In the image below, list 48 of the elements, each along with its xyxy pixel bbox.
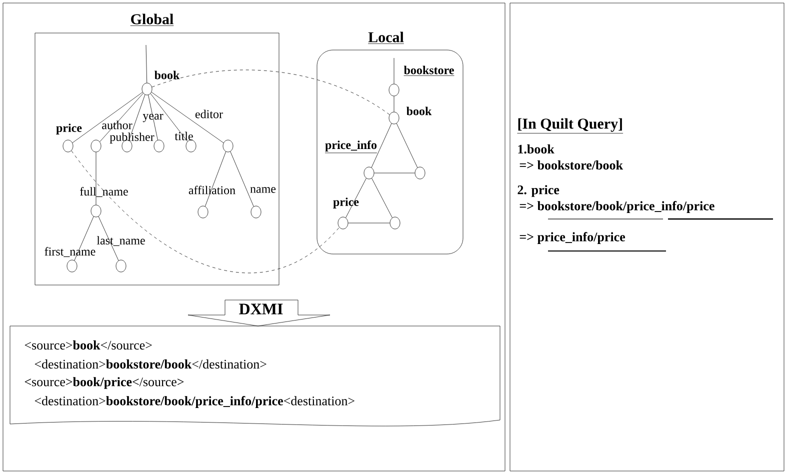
tree-branch (230, 151, 254, 207)
mapping-line (152, 70, 390, 115)
tree-branch (128, 94, 146, 140)
tree-branch (74, 216, 94, 261)
tree-branch (151, 92, 224, 144)
tree-node (414, 166, 426, 180)
tree-branch (371, 123, 392, 168)
tree-branch (146, 44, 148, 83)
query-text: 1.book (518, 144, 554, 154)
node-label: bookstore (404, 66, 454, 76)
tree-branch (346, 178, 366, 218)
node-label: author (102, 120, 132, 130)
query-text: 2. price (518, 185, 560, 197)
node-label: editor (195, 110, 223, 118)
query-text: => price_info/price (520, 232, 626, 244)
node-label: Local (368, 32, 404, 42)
node-label: book (406, 106, 432, 116)
node-label: name (250, 187, 276, 193)
query-heading: [In Quilt Query] (517, 118, 624, 134)
query-text: => bookstore/book (520, 160, 623, 170)
node-label: full_name (80, 187, 128, 197)
node-label: publisher (110, 132, 154, 144)
tree-branch (396, 123, 418, 168)
tree-branch (374, 172, 415, 174)
query-text: => bookstore/book/price_info/price (520, 201, 714, 213)
tree-branch (372, 178, 392, 218)
node-label: price (333, 198, 359, 208)
panel-frame (510, 2, 784, 472)
tree-node (390, 216, 400, 230)
node-label: title (174, 132, 193, 140)
node-label: last_name (96, 236, 145, 246)
node-label: price_info (324, 140, 378, 154)
tree-branch (150, 93, 188, 142)
node-label: year (142, 114, 164, 122)
panel-frame (2, 2, 506, 472)
tree-branch (98, 216, 119, 261)
tree-branch (72, 92, 143, 143)
tree-branch (148, 94, 158, 140)
node-label: first_name (44, 247, 96, 257)
tree-branch (100, 93, 144, 142)
node-label: book (154, 70, 180, 80)
code-box: <source>book</source> <destination>bookstore/book</destination> <source>book/price</source> <destination>bookstore/book/price_info/price<destination> (10, 326, 500, 426)
mapping-line (71, 150, 340, 274)
tree-branch (348, 222, 390, 224)
tree-branch (204, 151, 226, 207)
node-label: price (56, 124, 82, 134)
node-label: Global (131, 14, 174, 24)
node-label: affiliation (188, 186, 236, 194)
